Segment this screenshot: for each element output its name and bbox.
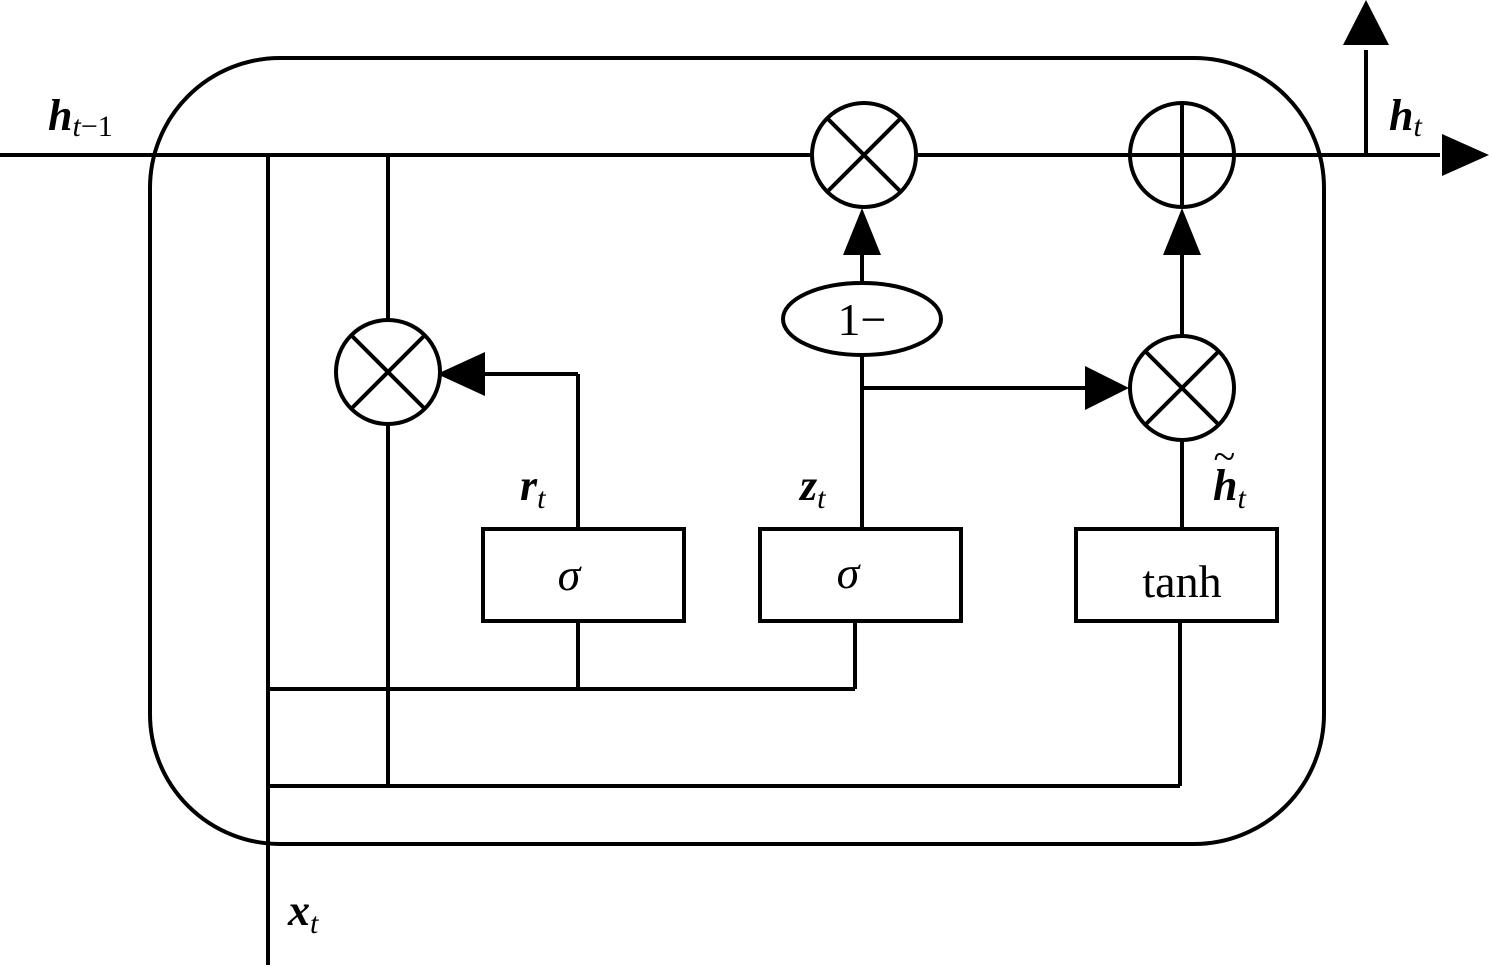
one-minus-label: 1−	[838, 294, 887, 345]
reset-gate-box: σ	[481, 527, 686, 623]
arrowheads	[437, 0, 1489, 410]
label-h-tilde-accent: ~	[1213, 434, 1235, 479]
update-gate-func: σ	[837, 547, 862, 598]
multiply-icon	[1128, 334, 1236, 442]
one-minus-op: 1−	[781, 281, 943, 357]
multiply-icon	[810, 101, 918, 209]
arrow-output-up	[1343, 0, 1389, 45]
update-gate-box: σ	[758, 527, 963, 623]
label-x: xt	[287, 886, 319, 940]
label-h-prev: ht−1	[48, 91, 113, 143]
arrow-into-add	[1163, 208, 1201, 255]
arrow-into-update-multiply	[1085, 366, 1129, 410]
arrow-into-reset-multiply	[437, 352, 485, 396]
label-h-out: ht	[1389, 91, 1422, 143]
label-z: zt	[798, 461, 826, 515]
candidate-box: tanh	[1074, 527, 1279, 623]
reset-gate-func: σ	[558, 549, 583, 600]
label-r: rt	[520, 461, 546, 515]
add-icon	[1128, 101, 1236, 209]
connections	[0, 50, 1440, 965]
multiply-icon	[334, 318, 442, 426]
arrow-output-right	[1442, 134, 1489, 176]
arrow-into-top-multiply	[843, 208, 881, 255]
cell-boundary	[148, 56, 1326, 846]
label-h-tilde: ht	[1213, 461, 1246, 515]
candidate-func: tanh	[1142, 556, 1221, 607]
